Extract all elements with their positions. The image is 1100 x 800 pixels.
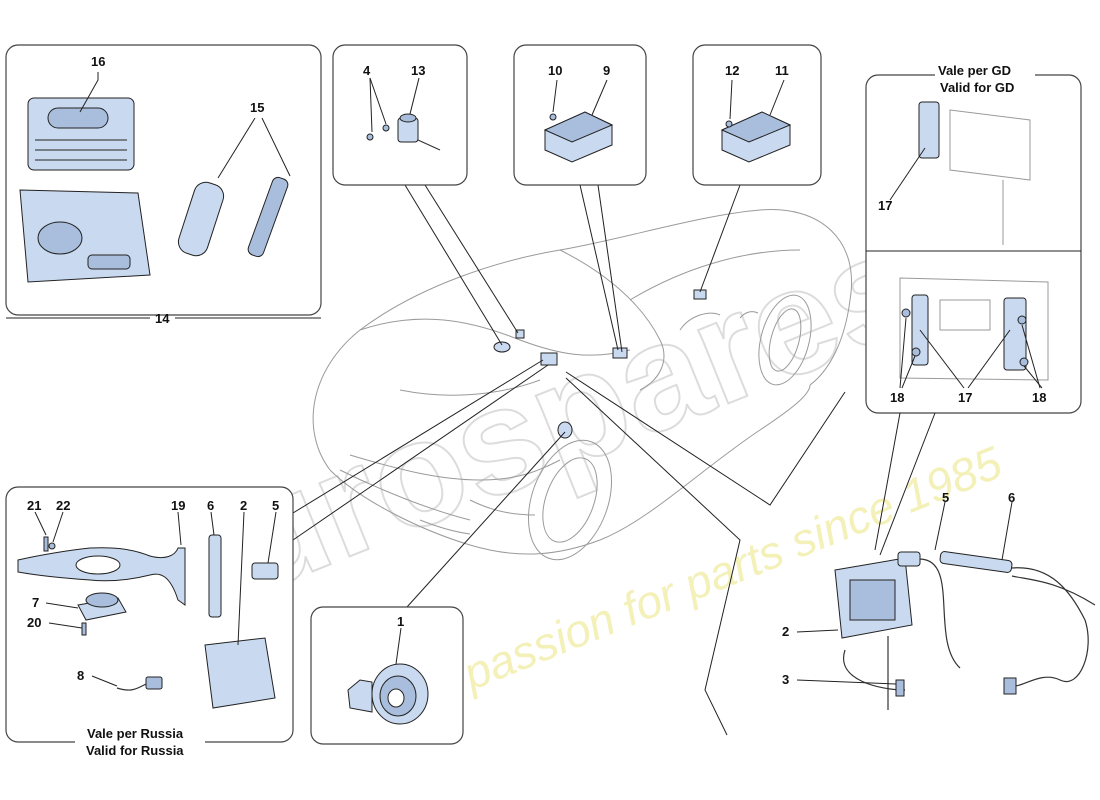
callout-2-russia: 2	[240, 498, 247, 513]
callout-21: 21	[27, 498, 41, 513]
nut-18d	[1019, 357, 1029, 367]
callout-16: 16	[91, 54, 105, 69]
callout-17-top: 17	[878, 198, 892, 213]
antenna-5-russia	[251, 562, 279, 580]
car-outline	[312, 209, 852, 561]
bracket-19	[17, 547, 186, 606]
tracker-kit: 5 6 2 3	[782, 490, 1096, 710]
callout-9: 9	[603, 63, 610, 78]
horn-on-car	[557, 421, 573, 439]
callout-12: 12	[725, 63, 739, 78]
callout-19: 19	[171, 498, 185, 513]
antenna-module-on-car	[612, 347, 628, 359]
callout-7: 7	[32, 595, 39, 610]
bracket-17-top	[918, 101, 940, 159]
antenna-6	[939, 551, 1013, 573]
ignition-lock	[37, 221, 83, 255]
box-valid-for-gd: Vale per GD Valid for GD 17 18 17 18	[865, 62, 1082, 414]
callout-18-right: 18	[1032, 390, 1046, 405]
screw-20	[81, 622, 87, 636]
lock-cylinder	[87, 254, 131, 270]
control-unit-2-russia	[204, 637, 276, 709]
callout-5-right: 5	[942, 490, 949, 505]
box-sensor: 4 13	[332, 44, 468, 186]
caption-gd-en: Valid for GD	[940, 80, 1014, 95]
callout-6-russia: 6	[207, 498, 214, 513]
sensor-on-car	[515, 329, 525, 339]
callout-3: 3	[782, 672, 789, 687]
nut-18c	[1017, 315, 1027, 325]
leader-lines	[292, 184, 846, 736]
box-module-11: 12 11	[692, 44, 822, 186]
module-on-car	[540, 352, 558, 366]
caption-russia-en: Valid for Russia	[86, 743, 184, 758]
connector-8	[145, 676, 163, 690]
callout-10: 10	[548, 63, 562, 78]
callout-5-russia: 5	[272, 498, 279, 513]
connector-6	[1003, 677, 1017, 695]
mechanical-key	[247, 176, 289, 258]
callout-17-bottom: 17	[958, 390, 972, 405]
callout-15: 15	[250, 100, 264, 115]
box-key-kit: 16 15 14	[5, 44, 322, 326]
callout-14: 14	[155, 311, 170, 326]
callout-20: 20	[27, 615, 41, 630]
antenna-5	[897, 551, 921, 567]
nut-18b	[911, 347, 921, 357]
roof-module-on-car	[693, 289, 707, 300]
washer-22	[48, 542, 56, 550]
screw-12	[725, 120, 733, 128]
box-module-9: 10 9	[513, 44, 647, 186]
remote-key	[177, 181, 225, 257]
antenna-6-russia	[208, 534, 222, 618]
caption-russia-it: Vale per Russia	[87, 726, 184, 741]
callout-8: 8	[77, 668, 84, 683]
caption-gd-it: Vale per GD	[938, 63, 1011, 78]
box-horn: 1	[310, 606, 464, 745]
callout-22: 22	[56, 498, 70, 513]
callout-11: 11	[775, 63, 789, 78]
box-valid-for-russia: 21 22 19 6 2 5 7 20 8 Vale per Russia Va…	[5, 486, 294, 759]
screw-4b	[382, 124, 390, 132]
screw-10	[549, 113, 557, 121]
callout-4: 4	[363, 63, 371, 78]
connector-3	[895, 679, 905, 697]
callout-6-right: 6	[1008, 490, 1015, 505]
callout-13: 13	[411, 63, 425, 78]
sensor-13-cap	[399, 113, 417, 123]
callout-2-right: 2	[782, 624, 789, 639]
screw-4a	[366, 133, 374, 141]
car-mounted-parts	[493, 289, 707, 439]
screw-21	[43, 536, 49, 552]
siren-on-car	[493, 341, 511, 353]
nut-18a	[901, 308, 911, 318]
callout-18-left: 18	[890, 390, 904, 405]
key-card-logo	[47, 107, 109, 129]
callout-1: 1	[397, 614, 404, 629]
